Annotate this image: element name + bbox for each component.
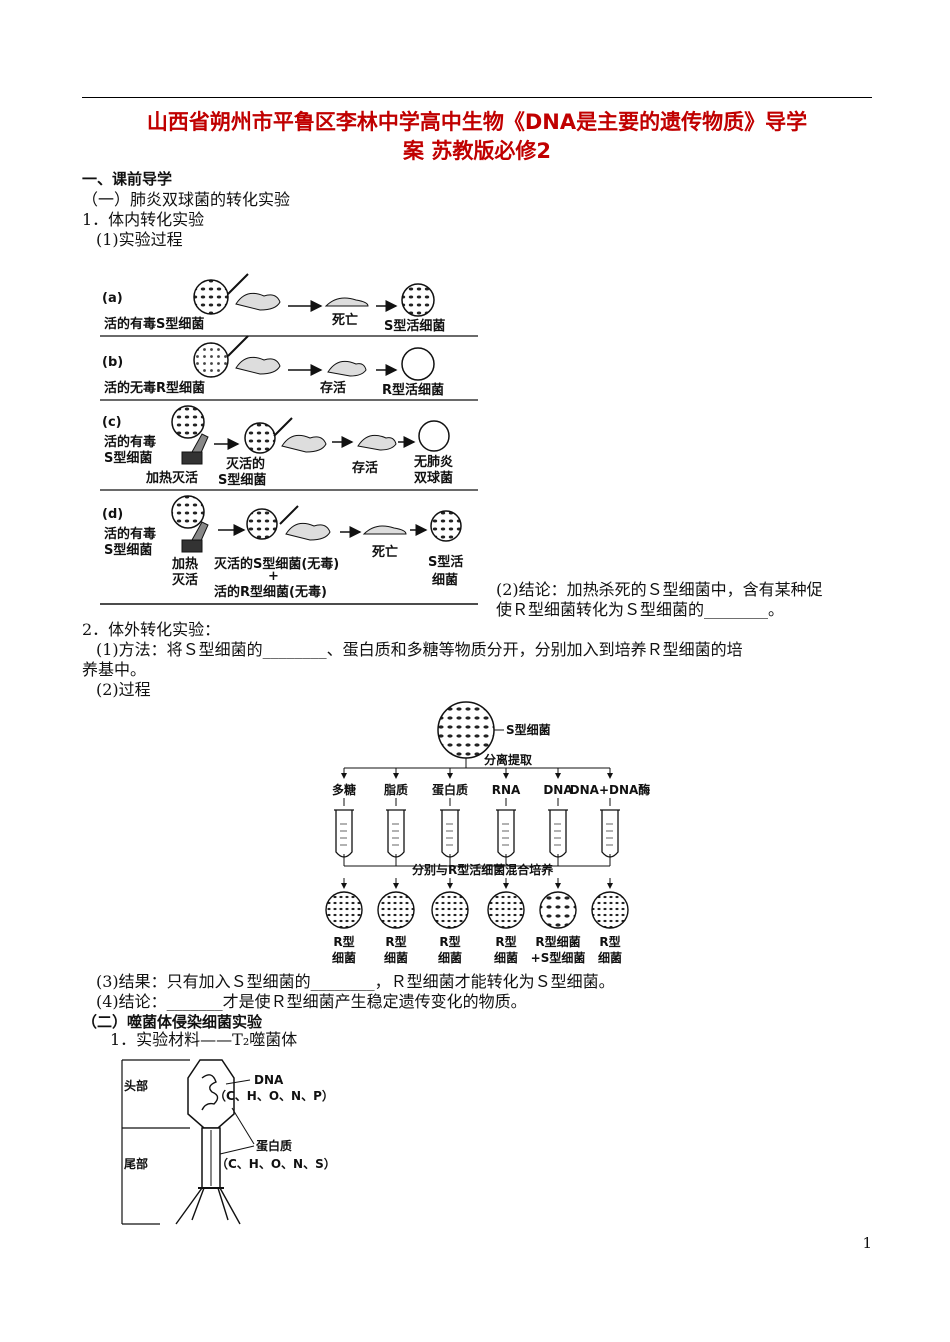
header-rule <box>82 97 872 98</box>
row-c-source-line1: 活的有毒 <box>104 434 156 450</box>
dna-coil-icon <box>201 1074 219 1111</box>
result-label-line2: 细菌 <box>332 950 356 965</box>
item-2-1-line1: (1)方法：将Ｓ型细菌的________、蛋白质和多糖等物质分开，分别加入到培养… <box>96 640 743 659</box>
culture-plate-icon <box>487 891 525 929</box>
row-d-heat-line2: 灭活 <box>171 572 198 588</box>
tube-label: 多糖 <box>332 782 356 797</box>
result-label-line1: R型细菌 <box>535 934 580 949</box>
item-1-1: (1)实验过程 <box>96 230 183 249</box>
sub2-item-1: 1．实验材料——T₂噬菌体 <box>110 1030 298 1049</box>
item-2-heading: 2．体外转化实验： <box>82 620 221 639</box>
row-b-source: 活的无毒R型细菌 <box>104 380 205 396</box>
item-2-3: (3)结果：只有加入Ｓ型细菌的________，Ｒ型细菌才能转化为Ｓ型细菌。 <box>96 972 615 991</box>
result-label-line1: R型 <box>599 934 620 949</box>
item-2-4: (4)结论：_______才是使Ｒ型细菌产生稳定遗传变化的物质。 <box>96 992 527 1011</box>
result-label-line2: 细菌 <box>384 950 408 965</box>
conclusion-1-line1: (2)结论：加热杀死的Ｓ型细菌中，含有某种促 <box>496 580 823 599</box>
test-tube-icon <box>387 810 405 858</box>
result-label-line1: R型 <box>385 934 406 949</box>
result-label-line2: 细菌 <box>494 950 518 965</box>
row-d-mix-line1: 灭活的S型细菌(无毒) <box>213 556 339 572</box>
s-bacteria-dish-icon <box>193 279 229 315</box>
result-label-line2: 细菌 <box>438 950 462 965</box>
culture-plate-icon <box>539 891 577 929</box>
result-label-line1: R型 <box>495 934 516 949</box>
row-a-outcome: 死亡 <box>332 312 358 328</box>
tube-label: 蛋白质 <box>432 782 468 797</box>
item-1-heading: 1．体内转化实验 <box>82 210 205 229</box>
row-b-outcome: 存活 <box>320 380 346 396</box>
conclusion-1-line2: 使Ｒ型细菌转化为Ｓ型细菌的________。 <box>496 600 785 619</box>
dna-label: DNA <box>254 1073 284 1087</box>
dna-elements: （C、H、O、N、P） <box>214 1088 334 1103</box>
mix-label: 分别与R型活细菌混合培养 <box>412 862 553 877</box>
page-number: 1 <box>862 1234 872 1252</box>
result-label-line2: 细菌 <box>598 950 622 965</box>
protein-label: 蛋白质 <box>256 1138 292 1153</box>
row-a-tag: (a) <box>102 291 123 306</box>
row-d-plus: + <box>268 569 279 584</box>
result-label-line2: +S型细菌 <box>531 950 586 965</box>
row-d-source-line2: S型细菌 <box>104 542 152 558</box>
row-a-source: 活的有毒S型细菌 <box>104 316 204 332</box>
tube-label: DNA <box>543 783 573 797</box>
protein-elements: （C、H、O、N、S） <box>216 1156 336 1171</box>
row-c-killed-line2: S型细菌 <box>218 472 266 488</box>
separate-label: 分离提取 <box>484 752 532 767</box>
culture-plate-icon <box>377 891 415 929</box>
mouse-icon <box>235 292 281 311</box>
row-c-killed-line1: 灭活的 <box>225 456 265 472</box>
row-d-heat-line1: 加热 <box>171 556 198 572</box>
row-b-result: R型活细菌 <box>382 382 444 398</box>
row-b-tag: (b) <box>102 355 123 370</box>
row-c-result-line2: 双球菌 <box>414 470 453 486</box>
culture-plate-icon <box>431 891 469 929</box>
row-c-tag: (c) <box>102 415 122 430</box>
row-d-outcome: 死亡 <box>372 544 398 560</box>
row-c-result-line1: 无肺炎 <box>413 454 453 470</box>
title-line-2: 案 苏教版必修2 <box>403 139 551 163</box>
dead-mouse-icon <box>324 297 369 307</box>
row-c-source-line2: S型细菌 <box>104 450 152 466</box>
head-label: 头部 <box>124 1078 148 1093</box>
title-line-1: 山西省朔州市平鲁区李林中学高中生物《DNA是主要的遗传物质》导学 <box>146 110 808 134</box>
tube-label: 脂质 <box>383 782 408 797</box>
culture-plate-icon <box>325 891 363 929</box>
tube-label: RNA <box>492 783 521 797</box>
result-label-line1: R型 <box>439 934 460 949</box>
test-tube-icon <box>601 810 619 858</box>
row-d-result-line2: 细菌 <box>432 572 458 588</box>
subsection-heading-1: （一）肺炎双球菌的转化实验 <box>82 190 291 209</box>
test-tube-icon <box>335 810 353 858</box>
row-d-source-line1: 活的有毒 <box>104 526 156 542</box>
row-d-tag: (d) <box>102 507 123 522</box>
culture-plate-icon <box>591 891 629 929</box>
t2-phage-figure: 头部 尾部 DNA （C、H、O、N、P） 蛋白质 （C、H、O、N、S） <box>121 1059 336 1225</box>
row-c-outcome: 存活 <box>352 460 378 476</box>
row-c-heat: 加热灭活 <box>145 470 198 486</box>
result-label-line1: R型 <box>333 934 354 949</box>
tube-label: DNA+DNA酶 <box>570 782 651 797</box>
subsection-heading-2: （二）噬菌体侵染细菌实验 <box>82 1013 263 1031</box>
in-vivo-transformation-figure: (a) 活的有毒S型细菌 死亡 S型活细菌 (b) 活的无毒R型细菌 存活 R型… <box>100 273 478 605</box>
test-tube-icon <box>441 810 459 858</box>
s-bacteria-culture-icon <box>437 701 495 759</box>
tail-label: 尾部 <box>124 1156 148 1171</box>
row-d-result-line1: S型活 <box>428 554 463 570</box>
test-tube-icon <box>549 810 567 858</box>
item-2-2: (2)过程 <box>96 680 151 699</box>
test-tube-icon <box>497 810 515 858</box>
section-heading-1: 一、课前导学 <box>82 170 173 188</box>
document-title: 山西省朔州市平鲁区李林中学高中生物《DNA是主要的遗传物质》导学 案 苏教版必修… <box>82 108 872 166</box>
row-d-mix-line2: 活的R型细菌(无毒) <box>214 584 327 600</box>
item-2-1-line2: 养基中。 <box>82 660 147 679</box>
s-bacteria-label: S型细菌 <box>506 722 551 737</box>
row-a-result: S型活细菌 <box>384 318 445 334</box>
tail-fibers-icon <box>175 1187 241 1225</box>
